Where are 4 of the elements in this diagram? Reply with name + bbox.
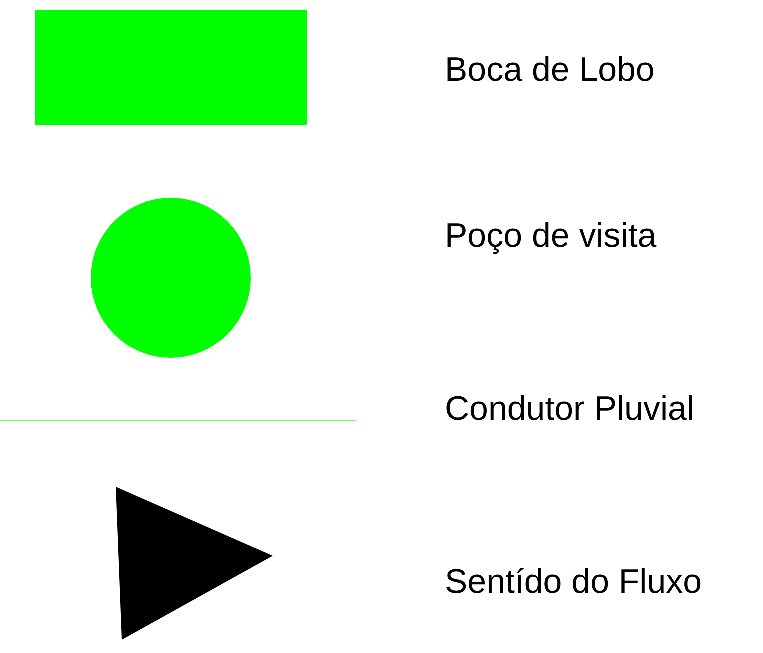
legend-label: Sentído do Fluxo	[445, 562, 702, 602]
legend-label: Boca de Lobo	[445, 50, 655, 90]
legend-label: Poço de visita	[445, 216, 657, 256]
legend-label: Condutor Pluvial	[445, 389, 694, 429]
